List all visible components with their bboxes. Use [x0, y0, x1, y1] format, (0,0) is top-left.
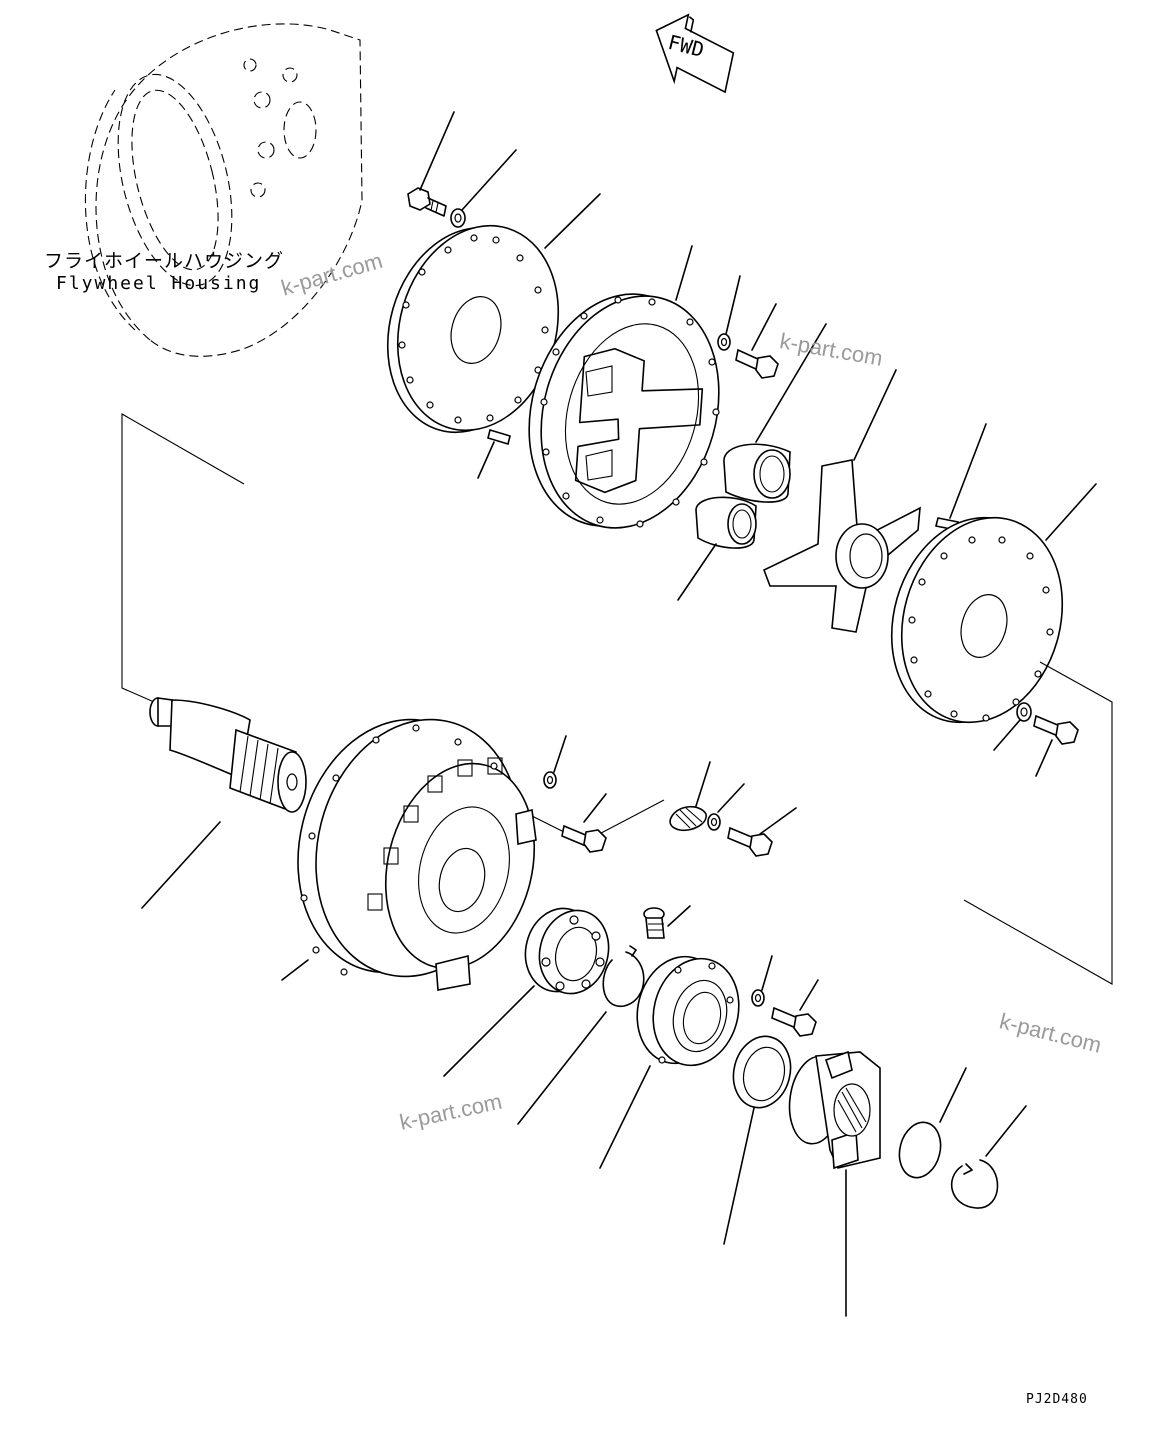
coupling-disc-rear: [890, 483, 1097, 724]
flywheel-housing-label-jp: フライホイールハウジング: [44, 250, 285, 272]
coupling-flange-housing: [528, 245, 720, 529]
rubber-block-upper: [723, 323, 827, 503]
snap-ring-left: [517, 945, 645, 1125]
o-ring: [898, 1067, 967, 1179]
washer-upper-mid: [717, 275, 741, 351]
rubber-block-lower: [677, 496, 757, 601]
coupling-disc-front: [386, 193, 601, 434]
input-shaft: [141, 697, 307, 909]
washer-right: [993, 702, 1032, 751]
pin-left: [477, 428, 511, 479]
breather-plug: [643, 905, 691, 939]
bearing: [443, 907, 610, 1077]
bolt-cover-right: [771, 979, 819, 1037]
fwd-arrow-icon: [655, 13, 735, 94]
drawing-code: PJ2D480: [1026, 1392, 1088, 1407]
washer-mid-left: [543, 735, 567, 789]
yoke-flange: [788, 1050, 881, 1317]
bolt-mid-left: [561, 793, 607, 853]
flywheel-housing-label-en: Flywheel Housing: [56, 273, 262, 294]
washer-cover: [707, 783, 745, 831]
bolt-upper-mid: [735, 303, 779, 379]
flywheel-housing-outline: [84, 23, 363, 357]
spider-hub: [762, 369, 921, 633]
washer-cover-right: [751, 955, 773, 1007]
pin-right: [935, 423, 987, 531]
cover-plate: [669, 761, 711, 832]
main-coupling-housing: [281, 718, 537, 991]
washer-top-left: [450, 149, 517, 228]
bolt-cover: [727, 807, 797, 857]
bolt-right: [1033, 714, 1079, 777]
snap-ring-right: [951, 1105, 1027, 1209]
bearing-cover: [599, 955, 740, 1169]
oil-seal: [723, 1035, 792, 1245]
bolt-top-left: [407, 111, 455, 217]
